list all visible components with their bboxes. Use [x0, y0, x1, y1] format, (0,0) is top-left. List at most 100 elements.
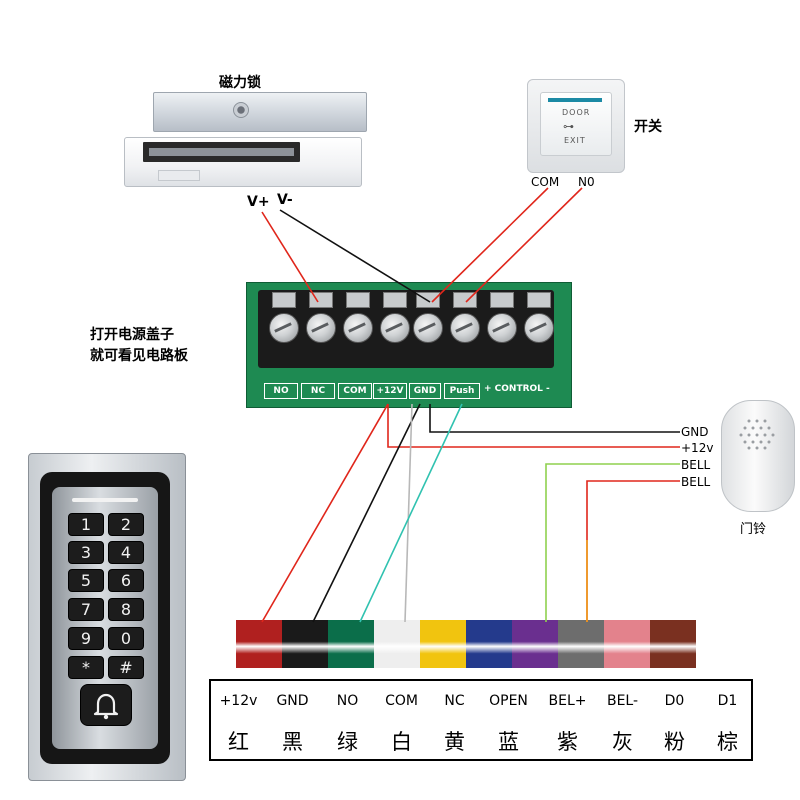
- wire-swatch-4: [374, 620, 420, 668]
- keypad-key-9[interactable]: 9: [68, 627, 104, 650]
- wire-swatch-6: [466, 620, 512, 668]
- wire-bell-2: [586, 480, 680, 622]
- lock-label: 磁力锁: [219, 75, 261, 91]
- wire-bell-1: [545, 463, 680, 622]
- terminal-label-control: + CONTROL -: [484, 384, 550, 394]
- exit-button-exit-text: EXIT: [564, 136, 586, 145]
- exit-button-door-text: DOOR: [562, 108, 591, 117]
- wire-keypad-open: [359, 403, 463, 623]
- wire-swatch-5: [420, 620, 466, 668]
- terminal-label-push: Push: [444, 383, 480, 399]
- exit-no-label: N0: [578, 175, 595, 189]
- wire-bundle: [236, 620, 696, 668]
- terminal-tab-8: [527, 292, 551, 308]
- exit-button-label: 开关: [634, 119, 662, 135]
- lock-screw-hole: [233, 102, 249, 118]
- lock-spec-tag: [158, 170, 200, 181]
- keypad-key-6[interactable]: 6: [108, 569, 144, 592]
- keypad-key-star[interactable]: *: [68, 656, 104, 679]
- wire-swatch-2: [282, 620, 328, 668]
- wire-swatch-9: [604, 620, 650, 668]
- pin-name-3: NO: [336, 693, 359, 709]
- wire-swatch-1: [236, 620, 282, 668]
- wire-bell-12v: [387, 404, 680, 448]
- board-note-line1: 打开电源盖子: [90, 327, 174, 343]
- bell-wire-bell1-label: BELL: [681, 458, 711, 472]
- keypad-key-0[interactable]: 0: [108, 627, 144, 650]
- bell-wire-12v-label: +12v: [681, 441, 714, 455]
- terminal-screw-4: [380, 313, 410, 343]
- terminal-tab-3: [346, 292, 370, 308]
- wire-keypad-12v: [261, 403, 389, 623]
- terminal-label-gnd: GND: [409, 383, 441, 399]
- terminal-tab-7: [490, 292, 514, 308]
- wire-keypad-com: [404, 403, 413, 623]
- terminal-screw-5: [413, 313, 443, 343]
- pin-name-6: OPEN: [489, 693, 528, 709]
- wire-swatch-7: [512, 620, 558, 668]
- exit-com-label: COM: [531, 175, 560, 189]
- terminal-screw-8: [524, 313, 554, 343]
- doorbell-label: 门铃: [740, 522, 767, 537]
- pin-name-9: D0: [664, 693, 685, 709]
- pin-name-10: D1: [717, 693, 738, 709]
- exit-button-indicator: [548, 98, 602, 102]
- lock-magnet-core: [149, 148, 294, 156]
- terminal-screw-3: [343, 313, 373, 343]
- terminal-tab-1: [272, 292, 296, 308]
- keypad-key-4[interactable]: 4: [108, 541, 144, 564]
- keypad-key-2[interactable]: 2: [108, 513, 144, 536]
- pin-color-5: 黄: [444, 730, 465, 754]
- wire-color-table: [209, 679, 753, 761]
- doorbell-speaker-grille: [737, 417, 777, 451]
- pin-name-4: COM: [385, 693, 418, 709]
- pin-color-8: 灰: [612, 730, 633, 754]
- key-icon: ⊶: [563, 120, 574, 133]
- bell-icon: [93, 693, 119, 720]
- keypad-key-hash[interactable]: #: [108, 656, 144, 679]
- exit-button-face: [540, 92, 612, 156]
- terminal-tab-2: [309, 292, 333, 308]
- wire-swatch-8: [558, 620, 604, 668]
- pin-name-2: GND: [276, 693, 309, 709]
- keypad-indicator-strip: [72, 498, 138, 502]
- keypad-key-7[interactable]: 7: [68, 598, 104, 621]
- keypad-key-5[interactable]: 5: [68, 569, 104, 592]
- terminal-screw-6: [450, 313, 480, 343]
- lock-armature-plate: [153, 92, 367, 132]
- wire-swatch-3: [328, 620, 374, 668]
- terminal-label-no: NO: [264, 383, 298, 399]
- terminal-label-12v: +12V: [373, 383, 407, 399]
- lock-v-plus-label: V+: [247, 194, 270, 210]
- wire-swatch-10: [650, 620, 696, 668]
- pin-color-6: 蓝: [498, 730, 519, 754]
- bell-wire-bell2-label: BELL: [681, 475, 711, 489]
- bell-wire-gnd-label: GND: [681, 425, 709, 439]
- pin-color-1: 红: [228, 730, 249, 754]
- board-note-line2: 就可看见电路板: [90, 348, 188, 364]
- pin-color-4: 白: [391, 730, 412, 754]
- wire-keypad-gnd: [312, 403, 421, 623]
- terminal-label-com: COM: [338, 383, 372, 399]
- pin-color-10: 棕: [717, 730, 738, 754]
- pin-name-1: +12v: [219, 693, 258, 709]
- pin-color-9: 粉: [664, 730, 685, 754]
- pin-name-8: BEL-: [606, 693, 639, 709]
- terminal-tab-5: [416, 292, 440, 308]
- keypad-key-8[interactable]: 8: [108, 598, 144, 621]
- terminal-screw-1: [269, 313, 299, 343]
- pin-color-3: 绿: [337, 730, 358, 754]
- keypad-key-1[interactable]: 1: [68, 513, 104, 536]
- keypad-key-3[interactable]: 3: [68, 541, 104, 564]
- wire-bell-gnd: [429, 404, 680, 433]
- terminal-tab-4: [383, 292, 407, 308]
- lock-v-minus-label: V-: [277, 192, 293, 208]
- pin-name-7: BEL+: [548, 693, 587, 709]
- keypad-bell-button[interactable]: [80, 684, 132, 726]
- terminal-screw-7: [487, 313, 517, 343]
- pin-color-2: 黑: [282, 730, 303, 754]
- pin-color-7: 紫: [557, 730, 578, 754]
- terminal-tab-6: [453, 292, 477, 308]
- pin-name-5: NC: [444, 693, 465, 709]
- terminal-screw-2: [306, 313, 336, 343]
